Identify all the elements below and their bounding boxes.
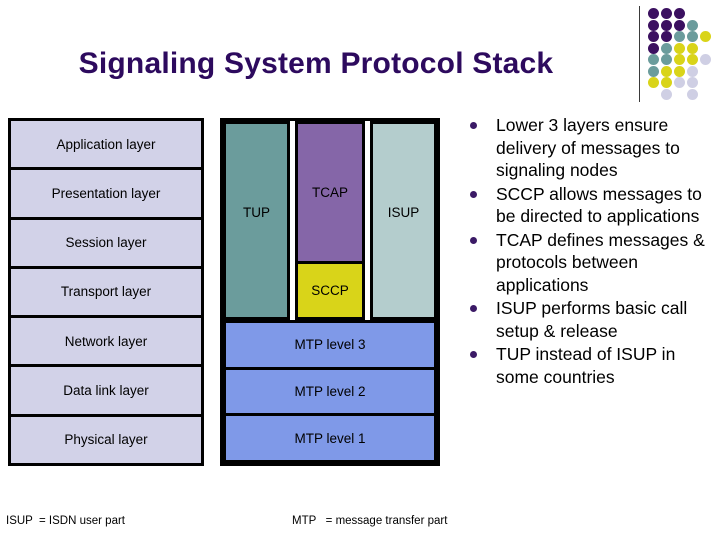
decorative-dot [648, 19, 659, 31]
osi-layer-session: Session layer [11, 219, 201, 269]
decorative-dot [661, 65, 672, 77]
bullet-marker-icon [470, 305, 477, 312]
bullet-marker-icon [470, 236, 477, 244]
decorative-dot [648, 31, 659, 42]
decorative-dot [674, 65, 685, 77]
bullet-item: SCCP allows messages to be directed to a… [462, 183, 714, 228]
protocol-box-tcap: TCAP [298, 124, 362, 264]
protocol-box-isup: ISUP [373, 124, 434, 317]
decorative-dot [661, 88, 672, 100]
decorative-dot [661, 19, 672, 31]
decorative-dot [648, 65, 659, 77]
osi-layer-label: Network layer [64, 333, 148, 349]
decorative-dot [648, 54, 659, 65]
bullet-item: Lower 3 layers ensure delivery of messag… [462, 114, 714, 182]
decorative-dot [687, 77, 698, 88]
decorative-dot [661, 77, 672, 88]
decorative-dot [648, 42, 659, 54]
mtp-level-1-label: MTP level 1 [294, 430, 366, 446]
osi-layer-network: Network layer [11, 318, 201, 368]
ss7-upper-protocol-columns: TUP TCAP SCCP ISUP [223, 121, 437, 320]
protocol-column-isup: ISUP [370, 121, 437, 320]
mtp-level-1-box: MTP level 1 [223, 413, 437, 464]
mtp-level-2-label: MTP level 2 [294, 384, 366, 399]
decorative-dot [661, 8, 672, 19]
decorative-dot [674, 54, 685, 65]
bullet-text: SCCP allows messages to be directed to a… [496, 183, 702, 227]
decorative-dot [687, 54, 698, 65]
decorative-dot [661, 54, 672, 65]
legend-row: MTP = message transfer part [292, 515, 448, 527]
dot-grid-decoration [648, 8, 720, 100]
mtp-level-2-box: MTP level 2 [223, 366, 437, 414]
protocol-column-tup: TUP [223, 121, 290, 320]
bullet-item: TCAP defines messages & protocols betwee… [462, 229, 714, 297]
decorative-dot [700, 54, 711, 65]
ss7-protocol-stack: TUP TCAP SCCP ISUP MTP level 3 [220, 118, 440, 466]
decorative-dot [674, 19, 685, 31]
decorative-dot [674, 42, 685, 54]
protocol-label-sccp: SCCP [311, 283, 349, 298]
protocol-box-sccp: SCCP [298, 264, 362, 317]
bullet-list: Lower 3 layers ensure delivery of messag… [462, 114, 714, 389]
decorative-dot [661, 31, 672, 42]
decorative-dot [687, 65, 698, 77]
osi-layer-physical: Physical layer [11, 416, 201, 463]
decorative-dot [674, 31, 685, 42]
osi-layer-label: Physical layer [64, 432, 148, 448]
decorative-dot [648, 77, 659, 88]
osi-seven-layer-stack: Application layer Presentation layer Ses… [8, 118, 204, 466]
protocol-column-tcap: TCAP SCCP [295, 121, 365, 320]
osi-layer-label: Presentation layer [51, 185, 161, 201]
header-divider-rule [639, 6, 640, 102]
osi-layer-label: Application layer [56, 136, 156, 152]
mtp-level-3-label: MTP level 3 [294, 337, 366, 353]
decorative-dot [687, 19, 698, 31]
legend-right: MTP = message transfer part TCAP = trans… [292, 481, 475, 540]
bullet-marker-icon [470, 190, 477, 198]
mtp-level-group: MTP level 3 MTP level 2 MTP level 1 [223, 320, 437, 464]
bullet-item: ISUP performs basic call setup & release [462, 297, 714, 342]
legend-left: ISUP = ISDN user part SSCP = signaling c… [6, 481, 215, 540]
page-title: Signaling System Protocol Stack [78, 47, 554, 80]
bullet-text: TUP instead of ISUP in some countries [496, 344, 676, 387]
bullet-marker-icon [470, 351, 477, 358]
decorative-dot [674, 77, 685, 88]
decorative-dot [687, 88, 698, 100]
decorative-dot [687, 42, 698, 54]
osi-layer-label: Transport layer [60, 284, 152, 300]
decorative-dot [661, 42, 672, 54]
protocol-label-tup: TUP [243, 205, 270, 220]
protocol-box-tup: TUP [226, 124, 287, 317]
bullet-item: TUP instead of ISUP in some countries [462, 343, 714, 388]
osi-layer-label: Data link layer [63, 383, 149, 399]
osi-layer-label: Session layer [65, 235, 147, 251]
bullet-text: Lower 3 layers ensure delivery of messag… [496, 115, 680, 180]
protocol-label-tcap: TCAP [311, 185, 348, 200]
decorative-dot [700, 31, 711, 42]
bullet-text: TCAP defines messages & protocols betwee… [496, 229, 705, 295]
osi-layer-presentation: Presentation layer [11, 170, 201, 220]
osi-layer-transport: Transport layer [11, 268, 201, 319]
decorative-dot [687, 31, 698, 42]
bullet-text: ISUP performs basic call setup & release [496, 298, 688, 341]
protocol-label-isup: ISUP [387, 205, 420, 220]
bullet-marker-icon [470, 122, 477, 129]
decorative-dot [674, 8, 685, 19]
osi-layer-datalink: Data link layer [11, 367, 201, 417]
osi-layer-application: Application layer [11, 121, 201, 171]
decorative-dot [648, 8, 659, 19]
legend-row: ISUP = ISDN user part [6, 515, 125, 527]
mtp-level-3-box: MTP level 3 [223, 320, 437, 367]
